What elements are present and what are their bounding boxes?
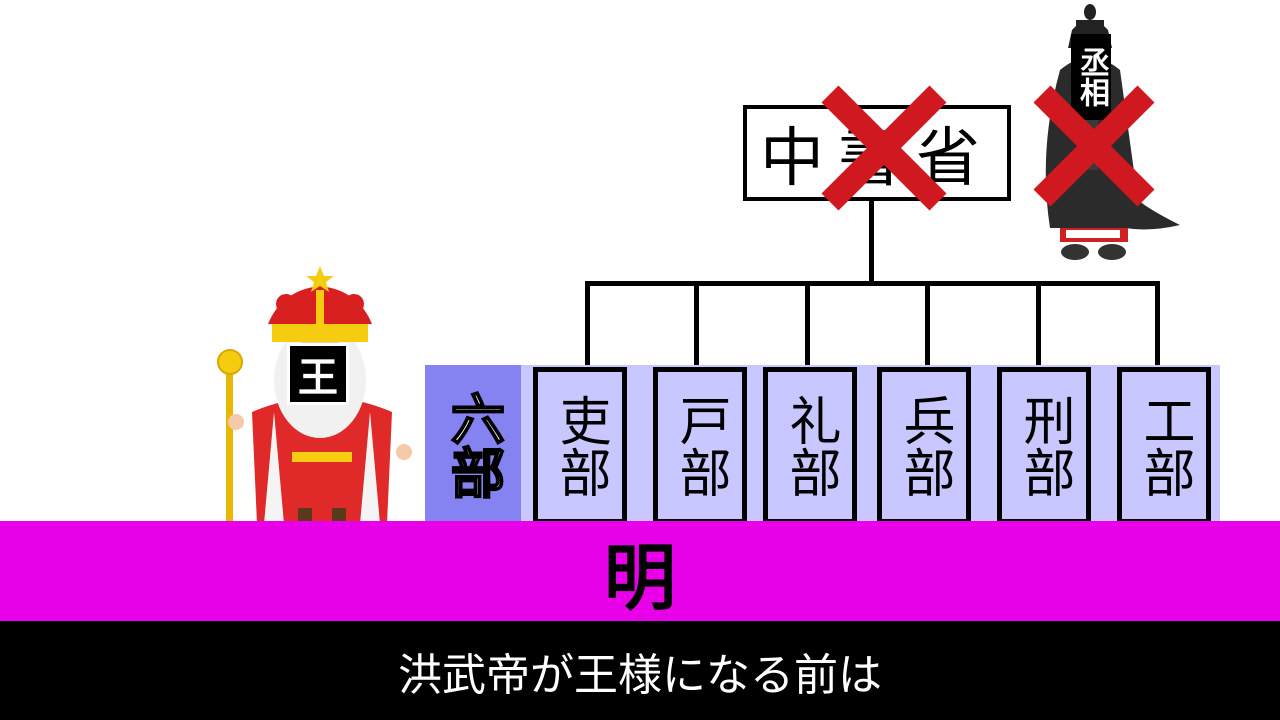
subtitle-text: 洪武帝が王様になる前は	[398, 649, 882, 701]
subtitle-bar: 洪武帝が王様になる前は	[0, 621, 1280, 720]
department-box: 戸部	[653, 367, 747, 524]
chancellor-name-tag: 丞相	[1071, 34, 1111, 120]
connector-drop	[1036, 281, 1041, 367]
connector-trunk	[869, 201, 874, 285]
department-box: 工部	[1117, 367, 1211, 524]
cross-mark-icon	[821, 85, 947, 211]
connector-drop	[694, 281, 699, 367]
connector-drop	[925, 281, 930, 367]
connector-bar	[585, 281, 1160, 286]
dynasty-band: 明	[0, 521, 1280, 621]
cross-mark-icon	[1033, 85, 1155, 207]
department-box: 礼部	[763, 367, 857, 524]
connector-drop	[805, 281, 810, 367]
department-box: 刑部	[997, 367, 1091, 524]
department-box: 吏部	[533, 367, 627, 524]
six-ministries-label: 六部	[425, 365, 521, 525]
king-name-tag: 王	[287, 343, 349, 405]
connector-drop	[1155, 281, 1160, 367]
department-box: 兵部	[877, 367, 971, 524]
dynasty-label: 明	[603, 535, 676, 620]
connector-drop	[585, 281, 590, 367]
